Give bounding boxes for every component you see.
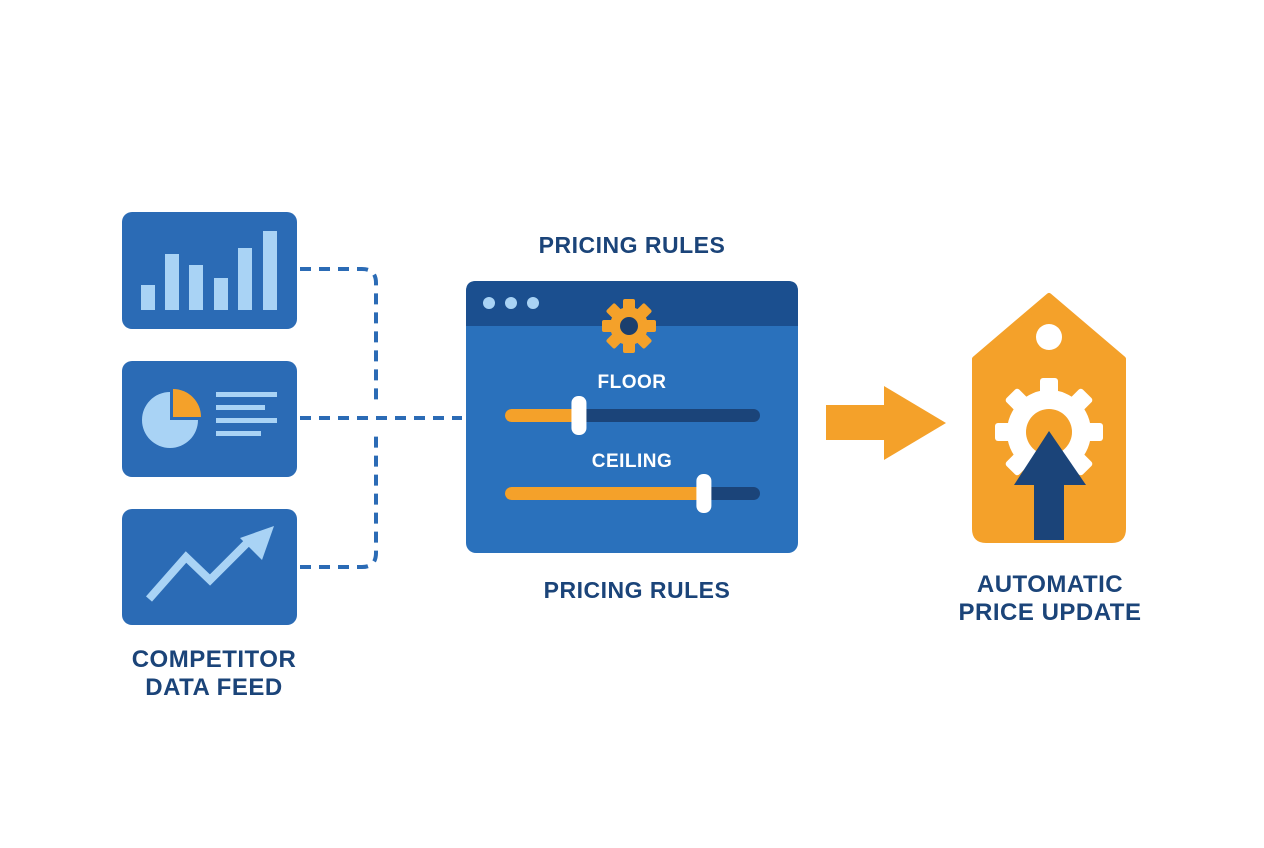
source-card-bar-chart bbox=[122, 212, 297, 329]
floor-thumb[interactable] bbox=[571, 396, 587, 435]
connector-lines bbox=[300, 267, 462, 569]
source-card-pie-list bbox=[122, 361, 297, 477]
gear-icon bbox=[602, 299, 656, 353]
pricing-rules-panel bbox=[466, 281, 798, 553]
output-label-line1: AUTOMATIC bbox=[976, 571, 1124, 598]
trend-up-icon bbox=[145, 526, 274, 602]
competitor-label-line2: DATA FEED bbox=[145, 674, 283, 702]
floor-label: FLOOR bbox=[466, 372, 798, 394]
ceiling-slider[interactable] bbox=[505, 474, 760, 513]
pricing-rules-title-top: PRICING RULES bbox=[466, 232, 798, 259]
pie-chart-list-icon bbox=[142, 389, 277, 448]
tag-hole bbox=[1036, 324, 1062, 350]
flow-arrow bbox=[826, 386, 946, 460]
pricing-rules-title-top-text: PRICING RULES bbox=[538, 232, 726, 258]
floor-fill bbox=[505, 409, 579, 422]
competitor-label-line1: COMPETITOR bbox=[131, 646, 297, 673]
pricing-rules-title-bottom: PRICING RULES bbox=[466, 577, 808, 604]
window-dots bbox=[483, 297, 539, 309]
bar-chart-icon bbox=[141, 231, 277, 310]
floor-slider[interactable] bbox=[505, 396, 760, 435]
automatic-price-update-label: AUTOMATIC PRICE UPDATE bbox=[930, 571, 1170, 628]
source-card-trend bbox=[122, 509, 297, 625]
ceiling-thumb[interactable] bbox=[696, 474, 712, 513]
price-tag-gear-arrow-icon bbox=[972, 293, 1126, 543]
floor-label-text: FLOOR bbox=[597, 372, 667, 393]
ceiling-label-text: CEILING bbox=[591, 451, 673, 472]
connector-bottom bbox=[300, 432, 378, 569]
ceiling-fill bbox=[505, 487, 704, 500]
output-label-line2: PRICE UPDATE bbox=[958, 599, 1142, 627]
ceiling-label: CEILING bbox=[466, 451, 798, 473]
connector-top bbox=[300, 267, 378, 404]
pricing-rules-title-bottom-text: PRICING RULES bbox=[543, 577, 731, 603]
competitor-data-feed-label: COMPETITOR DATA FEED bbox=[100, 646, 328, 703]
arrow-up-icon bbox=[1014, 431, 1086, 540]
